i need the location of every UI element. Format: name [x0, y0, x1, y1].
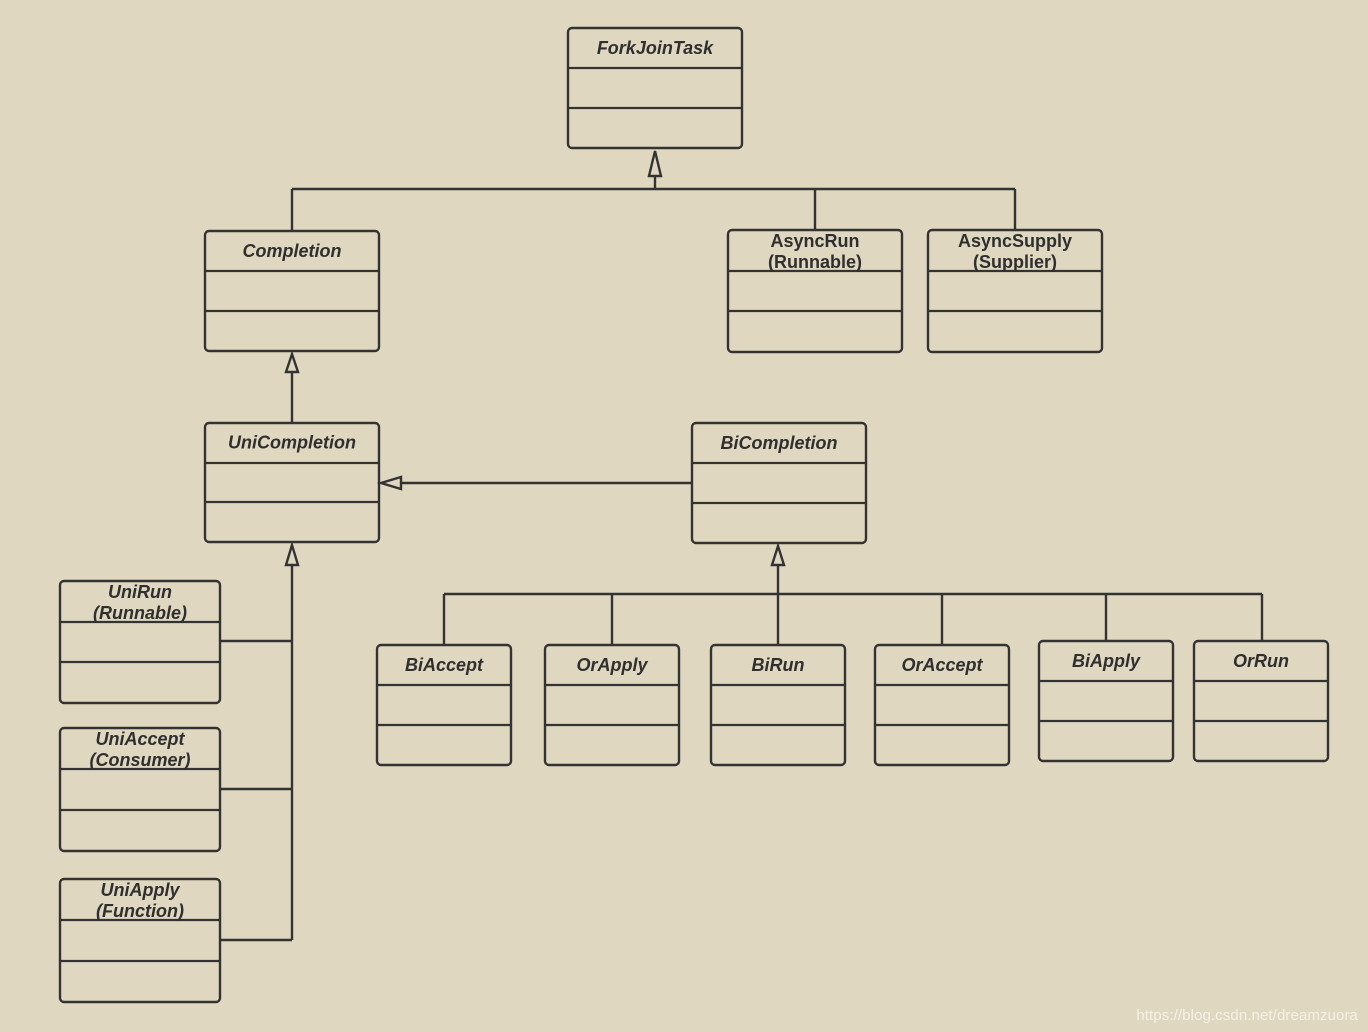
arrowhead-unicompletion-left — [376, 475, 403, 491]
arrowhead-forkjointask — [647, 150, 663, 178]
class-uniaccept: UniAccept(Consumer) — [58, 726, 222, 853]
class-name-biaccept: BiAccept — [405, 655, 484, 675]
class-name-birun: BiRun — [752, 655, 805, 675]
class-name-uniapply-line-2: (Function) — [96, 901, 184, 921]
class-uniapply: UniApply(Function) — [58, 877, 222, 1004]
class-name-asyncsupply-line-1: AsyncSupply — [958, 231, 1072, 251]
class-completion: Completion — [203, 229, 381, 353]
class-name-orrun: OrRun — [1233, 651, 1289, 671]
class-name-uniaccept-line-2: (Consumer) — [89, 750, 190, 770]
class-name-forkjointask: ForkJoinTask — [597, 38, 714, 58]
class-name-oraccept: OrAccept — [901, 655, 983, 675]
class-name-completion: Completion — [243, 241, 342, 261]
class-name-bicompletion: BiCompletion — [721, 433, 838, 453]
class-name-asyncrun-line-1: AsyncRun — [770, 231, 859, 251]
arrowhead-bicompletion — [770, 542, 786, 567]
class-name-unicompletion: UniCompletion — [228, 433, 356, 453]
class-orapply: OrApply — [543, 643, 681, 767]
class-biaccept: BiAccept — [375, 643, 513, 767]
class-name-uniaccept-line-1: UniAccept — [95, 729, 185, 749]
class-bicompletion: BiCompletion — [690, 421, 868, 545]
class-forkjointask: ForkJoinTask — [566, 26, 744, 150]
arrowhead-completion — [284, 350, 300, 374]
class-name-unirun-line-1: UniRun — [108, 582, 172, 602]
class-name-unirun-line-2: (Runnable) — [93, 603, 187, 623]
class-oraccept: OrAccept — [873, 643, 1011, 767]
class-unicompletion: UniCompletion — [203, 421, 381, 544]
class-name-asyncrun-line-2: (Runnable) — [768, 252, 862, 272]
inheritance-edges — [220, 176, 1264, 942]
class-unirun: UniRun(Runnable) — [58, 579, 222, 705]
class-name-biapply: BiApply — [1072, 651, 1141, 671]
class-biapply: BiApply — [1037, 639, 1175, 763]
arrowhead-unicompletion-bottom — [284, 540, 300, 567]
class-birun: BiRun — [709, 643, 847, 767]
class-name-orapply: OrApply — [576, 655, 648, 675]
class-name-uniapply-line-1: UniApply — [101, 880, 181, 900]
inheritance-arrowheads — [284, 150, 786, 567]
class-asyncrun: AsyncRun(Runnable) — [726, 228, 904, 354]
watermark-text: https://blog.csdn.net/dreamzuora — [1136, 1007, 1358, 1024]
class-orrun: OrRun — [1192, 639, 1330, 763]
class-asyncsupply: AsyncSupply(Supplier) — [926, 228, 1104, 354]
class-name-asyncsupply-line-2: (Supplier) — [973, 252, 1057, 272]
